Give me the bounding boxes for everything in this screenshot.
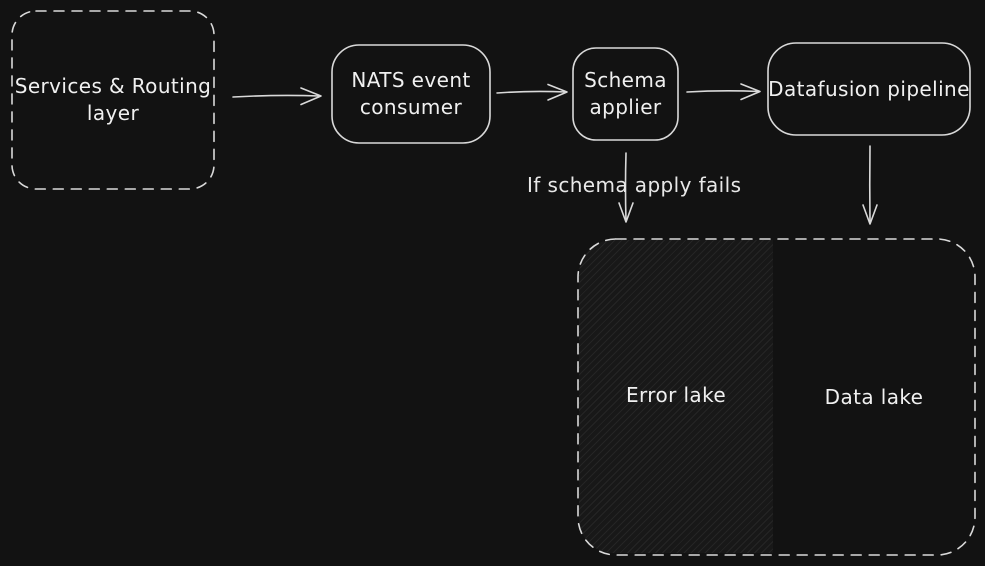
services-routing-box <box>11 10 215 190</box>
arrow-services-to-nats <box>232 87 322 106</box>
datafusion-pipeline-box <box>767 42 971 136</box>
arrow-schema-to-datafusion <box>686 83 761 101</box>
error-lake-label: Error lake <box>625 382 727 407</box>
arrow-nats-to-schema <box>496 83 568 101</box>
arrow-datafusion-to-data-lake <box>862 145 878 225</box>
arrow-schema-to-error-lake <box>618 152 634 223</box>
schema-applier-box <box>572 47 679 141</box>
schema-fail-annotation: If schema apply fails <box>527 173 742 197</box>
datafusion-pipeline-label: Datafusion pipeline <box>768 76 970 101</box>
lakes-container-box <box>577 238 976 556</box>
data-lake-label: Data lake <box>824 384 924 409</box>
error-lake-hatch-region <box>579 240 773 553</box>
nats-consumer-box <box>331 44 491 144</box>
schema-applier-label: Schema applier <box>584 68 667 119</box>
nats-consumer-label: NATS event consumer <box>351 68 471 119</box>
services-routing-label: Services & Routing layer <box>14 74 212 125</box>
